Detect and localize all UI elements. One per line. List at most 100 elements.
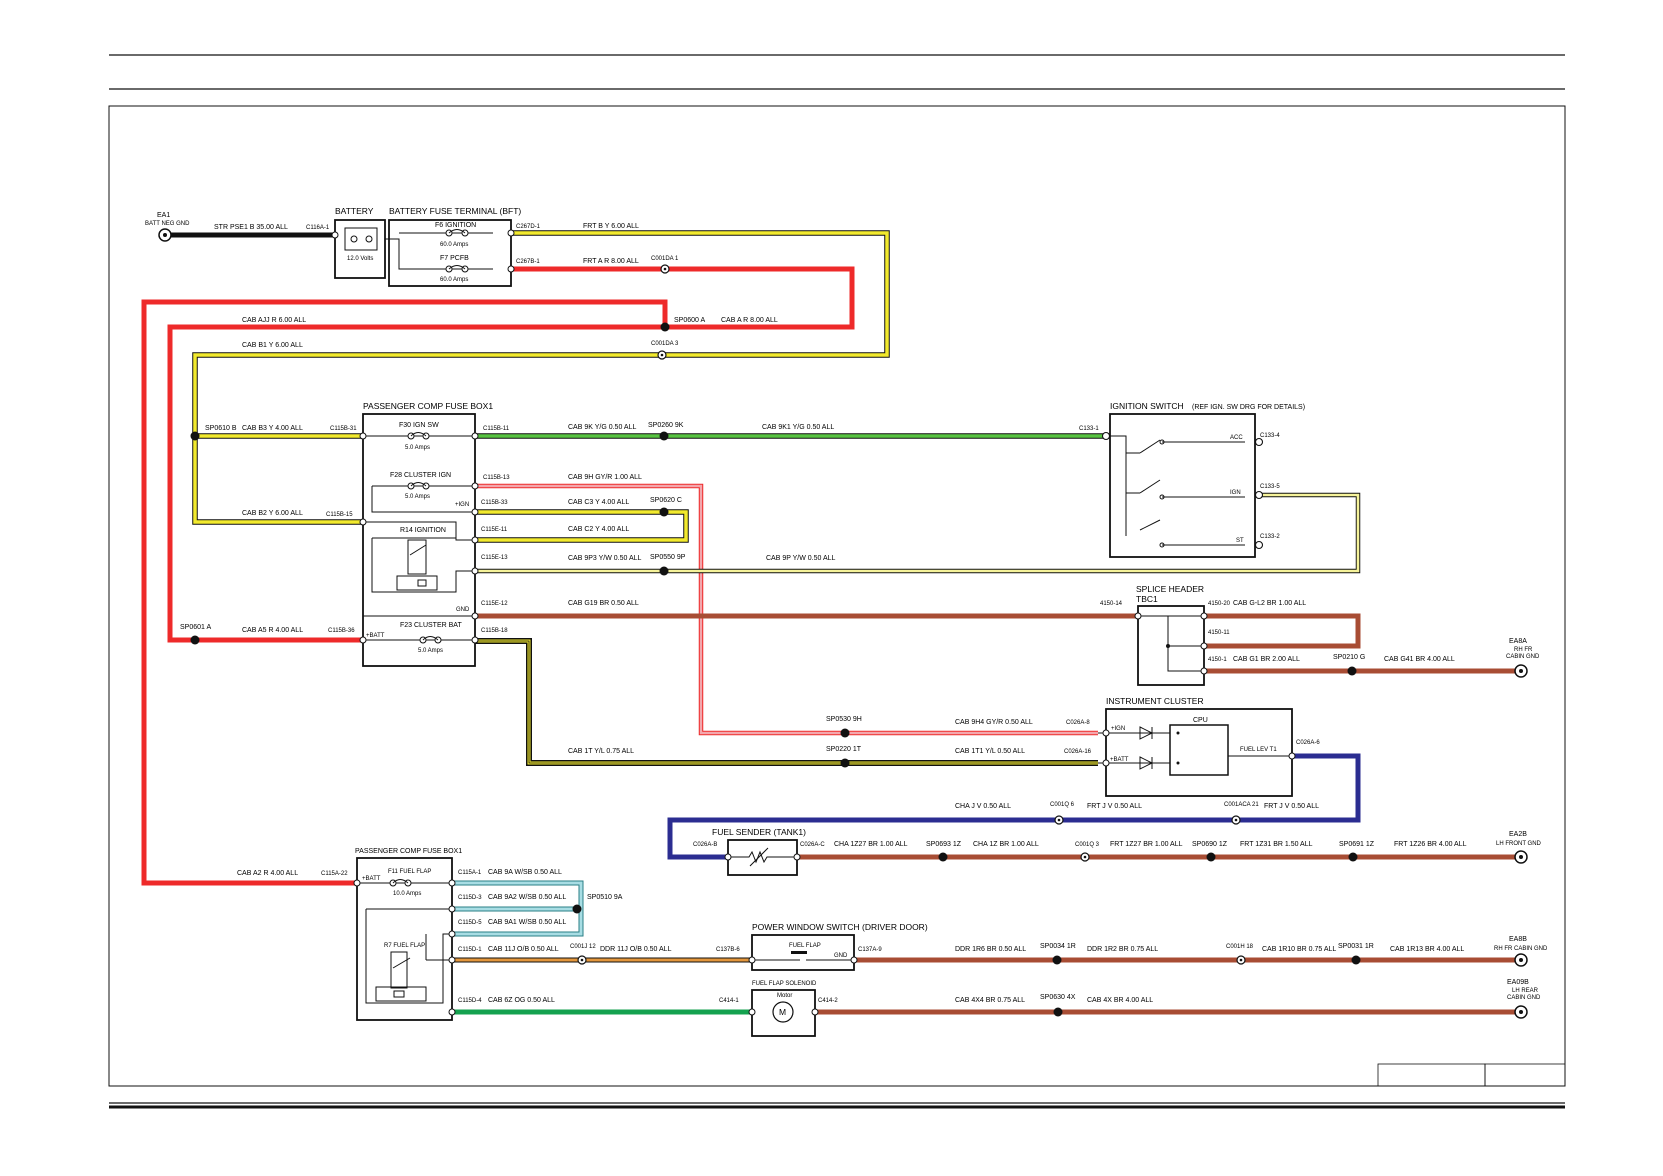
label-c-c1334: C133-4	[1260, 433, 1280, 439]
battery-positive-terminal	[365, 235, 373, 243]
label-w-4x4: CAB 4X4 BR 0.75 ALL	[955, 997, 1025, 1004]
label-c-c001da1: C001DA 1	[651, 256, 679, 262]
relay-r14-icon	[363, 521, 475, 593]
splice-sp0601a	[190, 635, 200, 645]
ea8b-name: EA8B	[1509, 936, 1527, 943]
wire-labels: STR PSE1 B 35.00 ALL C116A-1 C267D-1 FRT…	[180, 223, 1467, 1004]
bft-f6-amps: 60.0 Amps	[440, 242, 468, 248]
splice-sp0220	[840, 758, 850, 768]
wire-by6	[511, 230, 890, 358]
bft-f6-name: F6 IGNITION	[435, 222, 476, 229]
label-c-c267b1: C267B-1	[516, 259, 540, 265]
pin-c1334	[1254, 437, 1264, 447]
splice-sp0691	[1348, 852, 1358, 862]
passenger-fuse-box-1-lower: PASSENGER COMP FUSE BOX1 +BATT F11 FUEL …	[355, 848, 462, 1021]
splice-sp0693	[938, 852, 948, 862]
label-w-9a1: CAB 9A1 W/SB 0.50 ALL	[488, 919, 566, 926]
label-sp0630: SP0630 4X	[1040, 994, 1076, 1001]
label-w-11jd: DDR 11J O/B 0.50 ALL	[600, 946, 672, 953]
pfb2-f11-amps: 10.0 Amps	[393, 891, 421, 897]
label-w-1t1: CAB 1T1 Y/L 0.50 ALL	[955, 748, 1025, 755]
ea1-desc: BATT NEG GND	[145, 221, 190, 227]
passenger-fuse-box-1: PASSENGER COMP FUSE BOX1 F30 IGN SW 5.0 …	[362, 401, 493, 667]
pin-pfb1	[359, 432, 479, 644]
label-c-41501: 4150-1	[1208, 657, 1227, 663]
inline-connector-c001aca21	[1231, 815, 1241, 825]
ign-switch-note: (REF IGN. SW DRG FOR DETAILS)	[1192, 404, 1305, 411]
label-c-c001da3: C001DA 3	[651, 341, 679, 347]
label-w-gl2: CAB G-L2 BR 1.00 ALL	[1233, 600, 1306, 607]
battery-fuse-terminal: BATTERY FUSE TERMINAL (BFT) F6 IGNITION …	[385, 206, 521, 287]
label-c-c116a1: C116A-1	[306, 225, 330, 231]
bft-title: BATTERY FUSE TERMINAL (BFT)	[389, 206, 521, 216]
battery: BATTERY 12.0 Volts	[334, 206, 386, 279]
label-w-11j: CAB 11J O/B 0.50 ALL	[488, 946, 559, 953]
battery-rating: 12.0 Volts	[347, 256, 373, 262]
pfb1-f23-amps: 5.0 Amps	[418, 648, 443, 654]
label-w-ar8b: CAB A R 8.00 ALL	[721, 317, 778, 324]
cluster-ign-label: +IGN	[1111, 726, 1125, 732]
pin-pfb2	[353, 879, 456, 1016]
fuel-sender-title: FUEL SENDER (TANK1)	[712, 827, 806, 837]
cluster-fuel-label: FUEL LEV T1	[1240, 747, 1277, 753]
splice-dots	[190, 322, 1361, 1017]
label-c-c267d1: C267D-1	[516, 224, 541, 230]
wire-ar8	[511, 266, 855, 330]
pin-c1335	[1254, 490, 1264, 500]
pfb2-r7-name: R7 FUEL FLAP	[384, 943, 425, 949]
pws-gnd-label: GND	[834, 953, 848, 959]
pfb2-batt-label: +BATT	[362, 876, 381, 882]
label-c-415020: 4150-20	[1208, 601, 1231, 607]
label-c-c1332: C133-2	[1260, 534, 1280, 540]
battery-title: BATTERY	[335, 206, 374, 216]
pfb1-ign-label: +IGN	[455, 502, 469, 508]
ea8a-desc1: RH FR	[1514, 647, 1533, 653]
splice-title: SPLICE HEADER	[1136, 584, 1204, 594]
label-c-c115b31: C115B-31	[330, 426, 357, 432]
pfb1-title: PASSENGER COMP FUSE BOX1	[363, 401, 493, 411]
pfb1-f28-name: F28 CLUSTER IGN	[390, 472, 451, 479]
splice-sp0034	[1052, 955, 1062, 965]
label-w-9a2: CAB 9A2 W/SB 0.50 ALL	[488, 894, 566, 901]
label-c-c001q6: C001Q 6	[1050, 802, 1075, 808]
pin-c1332	[1254, 540, 1264, 550]
label-sp0610b: SP0610 B	[205, 425, 237, 432]
pfb1-batt-label: +BATT	[366, 633, 385, 639]
pws-title: POWER WINDOW SWITCH (DRIVER DOOR)	[752, 922, 928, 932]
inline-connectors	[331, 229, 1296, 1016]
label-c-c026c: C026A-C	[800, 842, 825, 848]
cluster-title: INSTRUMENT CLUSTER	[1106, 696, 1204, 706]
wire-gl2	[1204, 613, 1361, 649]
wire-1t	[475, 638, 1098, 766]
inline-connector-c001q6	[1054, 815, 1064, 825]
label-c-c115e12: C115E-12	[481, 601, 508, 607]
label-w-9p: CAB 9P Y/W 0.50 ALL	[766, 555, 836, 562]
fuse-f28-icon	[371, 482, 475, 513]
fuel-flap-solenoid: FUEL FLAP SOLENOID Motor M	[751, 981, 817, 1037]
label-sp0550: SP0550 9P	[650, 554, 686, 561]
label-w-1z26: FRT 1Z26 BR 4.00 ALL	[1394, 841, 1467, 848]
label-c-c115d4: C115D-4	[458, 998, 482, 1004]
label-c-c115d3: C115D-3	[458, 895, 482, 901]
label-w-g41: CAB G41 BR 4.00 ALL	[1384, 656, 1455, 663]
pin-misc	[331, 229, 858, 1016]
label-sp0620c: SP0620 C	[650, 497, 682, 504]
label-w-4x: CAB 4X BR 4.00 ALL	[1087, 997, 1153, 1004]
label-w-chajv: CHA J V 0.50 ALL	[955, 803, 1011, 810]
label-c-c001h18: C001H 18	[1226, 944, 1254, 950]
label-w-1z31: FRT 1Z31 BR 1.50 ALL	[1240, 841, 1313, 848]
ea8a-desc2: CABIN GND	[1506, 654, 1540, 660]
battery-negative-terminal	[350, 235, 358, 243]
label-c-c115b13: C115B-13	[483, 475, 510, 481]
ign-ign-label: IGN	[1230, 490, 1241, 496]
label-c-c137b6: C137B-6	[716, 947, 740, 953]
label-w-1zbr: CHA 1Z BR 1.00 ALL	[973, 841, 1039, 848]
inline-connector-c001h18	[1236, 955, 1246, 965]
label-w-1r13: CAB 1R13 BR 4.00 ALL	[1390, 946, 1464, 953]
ign-switch-title: IGNITION SWITCH	[1110, 401, 1184, 411]
label-sp0210: SP0210 G	[1333, 654, 1365, 661]
pfb1-f30-amps: 5.0 Amps	[405, 445, 430, 451]
label-w-1z27b: FRT 1Z27 BR 1.00 ALL	[1110, 841, 1183, 848]
splice-sp0630	[1053, 1007, 1063, 1017]
